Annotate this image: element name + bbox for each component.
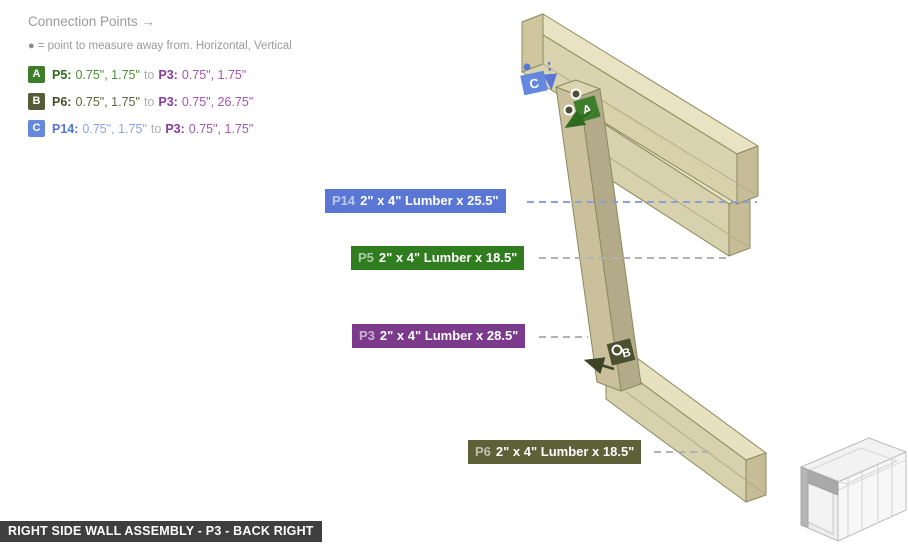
part-text: 2" x 4" Lumber x 25.5": [360, 193, 499, 208]
overview-box: [800, 437, 907, 542]
legend-title: Connection Points →: [28, 14, 155, 29]
part-text: 2" x 4" Lumber x 18.5": [378, 250, 518, 265]
svg-text:C: C: [528, 75, 541, 92]
measure-point-dot: [563, 104, 575, 116]
badge-a: A: [28, 66, 45, 83]
part-id: P6: [475, 444, 491, 459]
badge-c: C: [28, 120, 45, 137]
connection-points-legend: Connection Points → ●= point to measure …: [28, 14, 292, 147]
part-label-p6: P6 2" x 4" Lumber x 18.5": [468, 440, 642, 464]
measure-point-dot: [570, 88, 582, 100]
part-label-p14: P14 2" x 4" Lumber x 25.5": [325, 189, 506, 213]
marker-c: C: [520, 61, 558, 96]
measure-point-dot: [611, 344, 623, 356]
part-label-p3: P3 2" x 4" Lumber x 28.5": [352, 324, 526, 348]
assembly-title: RIGHT SIDE WALL ASSEMBLY - P3 - BACK RIG…: [0, 521, 322, 542]
part-id: P14: [332, 193, 356, 208]
svg-text:B: B: [620, 345, 632, 361]
marker-a: A: [563, 88, 601, 128]
beam-p14: [521, 13, 759, 205]
part-text: 2" x 4" Lumber x 28.5": [379, 328, 519, 343]
part-id: P5: [358, 250, 374, 265]
part-id: P3: [359, 328, 375, 343]
badge-b: B: [28, 93, 45, 110]
post-p3: [555, 79, 642, 392]
part-label-p5: P5 2" x 4" Lumber x 18.5": [351, 246, 525, 270]
part-text: 2" x 4" Lumber x 18.5": [495, 444, 635, 459]
legend-note-text: = point to measure away from. Horizontal…: [37, 40, 292, 52]
measure-point-icon: ●: [28, 40, 35, 52]
measure-point-dot: [523, 63, 531, 71]
marker-b: B: [583, 338, 636, 375]
legend-note: ●= point to measure away from. Horizonta…: [28, 40, 292, 52]
